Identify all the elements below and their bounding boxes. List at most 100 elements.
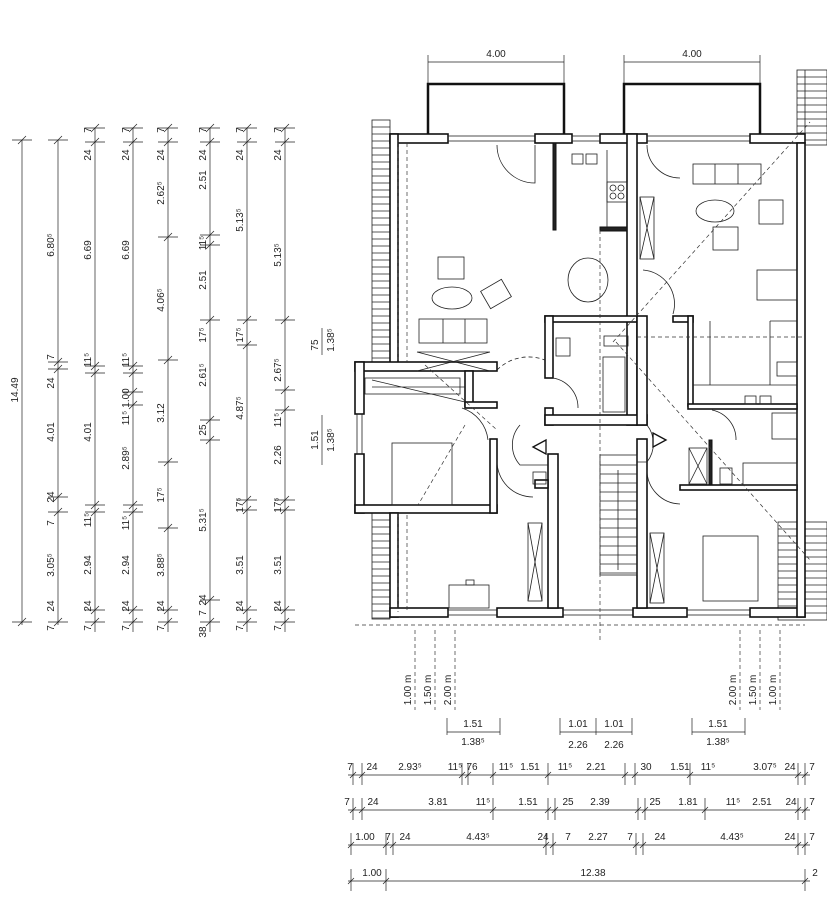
- dimension-label: 2: [812, 868, 818, 879]
- dimension-label: 24: [784, 832, 796, 843]
- dimension-label: 5.31⁵: [198, 508, 209, 532]
- dimension-label: 6.69: [121, 240, 132, 260]
- eave-left-3: 2.00 m: [443, 675, 454, 706]
- center-door-height-1: 2.26: [568, 740, 588, 751]
- dimension-label: 14.49: [10, 377, 21, 402]
- opening-dimension-lines: [446, 718, 746, 735]
- dimension-label: 3.07⁵: [753, 762, 777, 773]
- door-swings: [461, 144, 737, 505]
- dimension-label: 25: [562, 797, 574, 808]
- right-window-height: 1.38⁵: [706, 737, 730, 748]
- dimension-label: 2.39: [590, 797, 610, 808]
- dimension-label: 7: [83, 625, 94, 631]
- dimension-label: 11⁵: [198, 236, 209, 251]
- dimension-label: 7: [347, 762, 353, 773]
- dimension-label: 2.27: [588, 832, 608, 843]
- dimension-label: 1.51: [518, 797, 538, 808]
- dimension-label: 11⁵: [83, 513, 94, 528]
- dimension-label: 1.81: [678, 797, 698, 808]
- dimension-label: 7: [273, 127, 284, 133]
- dimension-label: 2.67⁵: [273, 358, 284, 382]
- dimension-label: 24: [46, 491, 57, 503]
- dimension-label: 7: [627, 832, 633, 843]
- dimension-label: 24: [367, 797, 379, 808]
- dimension-label: 24: [46, 600, 57, 612]
- dimension-label: 24: [198, 594, 209, 606]
- dimension-label: 24: [156, 600, 167, 612]
- dimension-label: 11⁵: [121, 516, 132, 531]
- top-dimension-lines: [427, 55, 761, 84]
- center-door-width-2: 1.01: [604, 719, 624, 730]
- dimension-label: 12.38: [580, 868, 605, 879]
- dimension-label: 11⁵: [558, 762, 573, 773]
- dimension-label: 6.80⁵: [46, 233, 57, 257]
- dimension-label: 7: [121, 625, 132, 631]
- dimension-label: 7: [273, 625, 284, 631]
- dimension-label: 7: [809, 797, 815, 808]
- dimension-label: 24: [273, 600, 284, 612]
- dimension-label: 24: [784, 762, 796, 773]
- entrance-arrow-right-icon: [652, 431, 668, 449]
- dimension-label: 2.51: [198, 270, 209, 290]
- dimension-label: 4.01: [46, 422, 57, 442]
- dimension-label: 2.26: [273, 445, 284, 465]
- left-window-height: 1.38⁵: [461, 737, 485, 748]
- dimension-label: 4.01: [83, 422, 94, 442]
- dimension-label: 7: [83, 127, 94, 133]
- dimension-label: 17⁵: [273, 497, 284, 512]
- dimension-label: 3.12: [156, 403, 167, 423]
- dimension-label: 38: [198, 626, 209, 638]
- right-window-width: 1.51: [708, 719, 728, 730]
- furniture: [364, 150, 798, 609]
- dimension-label: 17⁵: [235, 327, 246, 342]
- dimension-label: 11⁵: [476, 797, 491, 808]
- dimension-label: 76: [466, 762, 478, 773]
- left-window-width: 1.51: [463, 719, 483, 730]
- dimension-label: 7: [809, 832, 815, 843]
- dimension-label: 5.13⁵: [235, 208, 246, 232]
- left-dimension-chains: 14.49 6.80⁵ 7 24 4.01 24 7 3.05⁵ 24 7 7 24 6.69 11⁵ 4.…: [10, 123, 295, 638]
- dimension-label: 3.81: [428, 797, 448, 808]
- dimension-label: 24: [121, 149, 132, 161]
- dimension-label: 2.21: [586, 762, 606, 773]
- dimension-label: 7: [156, 625, 167, 631]
- dimension-label: 7: [46, 520, 57, 526]
- dimension-label: 2.94: [121, 555, 132, 575]
- staircase: [599, 454, 638, 576]
- eave-right-3: 1.00 m: [768, 675, 779, 706]
- dimension-label: 24: [235, 149, 246, 161]
- dimension-label: 2.51: [752, 797, 772, 808]
- dimension-label: 7: [235, 625, 246, 631]
- dimension-label: 2.93⁵: [398, 762, 422, 773]
- dimension-label: 3.51: [235, 555, 246, 575]
- dimension-label: 17⁵: [235, 497, 246, 512]
- dimension-label: 24: [654, 832, 666, 843]
- dimension-label: 24: [273, 149, 284, 161]
- roof-projection-lines: [355, 121, 811, 640]
- dimension-label: 24: [537, 832, 549, 843]
- dimension-label: 24: [121, 600, 132, 612]
- dimension-label: 5.13⁵: [273, 243, 284, 267]
- dimension-label: 7: [46, 354, 57, 360]
- dimension-label: 11⁵: [83, 353, 94, 368]
- dimension-label: 11⁵: [273, 413, 284, 428]
- dimension-label: 24: [366, 762, 378, 773]
- dimension-label: 11⁵: [121, 353, 132, 368]
- eave-right-1: 2.00 m: [728, 675, 739, 706]
- dimension-label: 30: [640, 762, 652, 773]
- center-door-width-1: 1.01: [568, 719, 588, 730]
- dimension-label: 2.61⁵: [198, 363, 209, 387]
- dimension-label: 24: [198, 149, 209, 161]
- dimension-label: 7: [565, 832, 571, 843]
- dimension-label: 1.00: [362, 868, 382, 879]
- balcony-right: [622, 82, 762, 134]
- dimension-label: 24: [83, 600, 94, 612]
- dimension-label: 1.51: [670, 762, 690, 773]
- dimension-label: 3.05⁵: [46, 553, 57, 577]
- dimension-label: 24: [46, 377, 57, 389]
- balcony-left: [426, 82, 566, 134]
- dimension-label: 11⁵: [701, 762, 716, 773]
- dimension-label: 25: [649, 797, 661, 808]
